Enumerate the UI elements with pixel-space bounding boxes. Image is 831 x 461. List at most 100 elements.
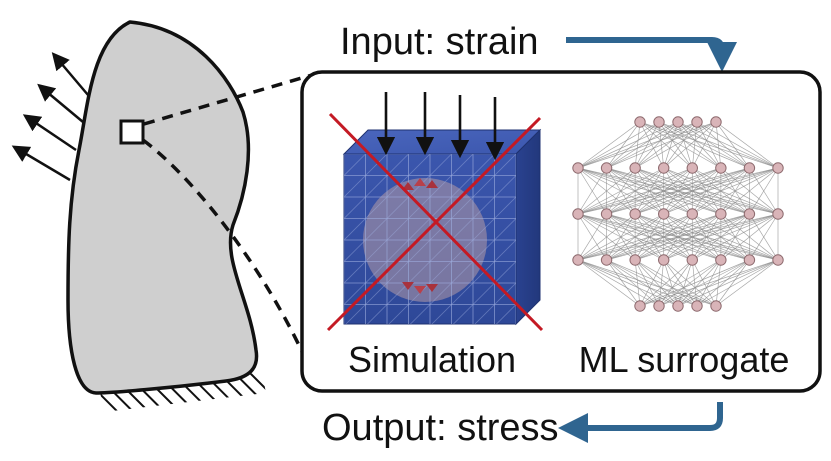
network-connection (749, 213, 779, 261)
network-connection (606, 259, 660, 307)
network-neuron (743, 254, 756, 266)
network-connection (639, 259, 665, 307)
network-connection (634, 121, 698, 169)
network-connection (577, 167, 721, 215)
network-connection (577, 121, 660, 169)
network-connection (663, 259, 679, 307)
cube-side-face (515, 128, 541, 326)
network-connection (658, 259, 665, 307)
network-neuron (629, 254, 641, 266)
mesh-element (408, 196, 431, 220)
mesh-element (408, 304, 431, 324)
red-cross-icon (326, 112, 544, 332)
mesh-element (494, 239, 516, 263)
network-connection (577, 213, 779, 261)
mesh-element (472, 218, 496, 241)
network-connection (663, 167, 779, 215)
network-connection (696, 259, 779, 307)
network-connections (577, 121, 779, 307)
mesh-element (408, 282, 431, 306)
network-connection (720, 213, 779, 261)
network-connection (639, 259, 722, 307)
surrogate-label: ML surrogate (579, 339, 790, 380)
network-connection (715, 259, 779, 307)
network-connection (715, 121, 779, 169)
network-connection (606, 259, 641, 307)
network-connection (577, 167, 636, 215)
network-neuron (715, 254, 727, 266)
simulation-cube (326, 92, 544, 332)
network-neuron (686, 162, 698, 174)
network-connection (577, 213, 693, 261)
mesh-element (386, 239, 410, 263)
neural-network (572, 116, 784, 312)
network-connection (606, 121, 679, 169)
network-connection (663, 121, 679, 169)
mesh-element (386, 304, 410, 324)
mesh-element (344, 196, 367, 220)
network-connection (634, 121, 717, 169)
mesh-element (408, 154, 431, 177)
mesh-element (429, 154, 453, 177)
network-connection (658, 259, 693, 307)
mesh-element (494, 304, 516, 324)
output-label: Output: stress (322, 407, 559, 449)
network-connection (606, 121, 717, 169)
network-connection (577, 213, 721, 261)
network-connection (715, 121, 750, 169)
input-label: Input: strain (340, 21, 539, 63)
mesh-element (365, 196, 388, 220)
network-connection (577, 121, 641, 169)
network-neuron (715, 208, 727, 220)
network-connection (577, 213, 750, 261)
network-connection (715, 259, 750, 307)
network-connection (677, 259, 722, 307)
simulation-label: Simulation (348, 339, 516, 380)
network-connection (663, 121, 717, 169)
network-connection (696, 259, 750, 307)
mesh-element (386, 218, 410, 241)
mesh-element (386, 154, 410, 177)
network-neuron (629, 208, 641, 220)
network-neuron (634, 300, 646, 312)
network-neuron (743, 208, 756, 220)
network-connection (577, 213, 664, 261)
mesh-element (365, 175, 388, 198)
mesh-element (365, 261, 388, 284)
mesh-element (429, 239, 453, 263)
network-connection (696, 121, 722, 169)
mesh-element (472, 196, 496, 220)
network-connection (691, 121, 698, 169)
network-neuron (629, 162, 641, 174)
mesh-element (494, 196, 516, 220)
network-connection (577, 167, 779, 215)
network-connection (577, 167, 664, 215)
network-connection (634, 121, 679, 169)
mesh-element (429, 304, 453, 324)
network-neuron (672, 300, 684, 312)
network-connection (606, 121, 698, 169)
macroscale-body (11, 20, 313, 412)
network-connection (606, 121, 641, 169)
mesh-element (472, 304, 496, 324)
network-connection (634, 259, 660, 307)
mesh-element (472, 239, 496, 263)
network-connection (606, 213, 779, 261)
network-neuron (634, 116, 646, 128)
network-connection (577, 167, 750, 215)
mesh-element (344, 218, 367, 241)
network-connection (635, 167, 779, 215)
stress-concentration (402, 178, 438, 294)
network-connection (577, 259, 660, 307)
network-neuron (653, 300, 665, 312)
mesh-element (365, 304, 388, 324)
network-connection (639, 259, 779, 307)
mesh-element (408, 218, 431, 241)
compression-arrows-icon (376, 92, 505, 161)
mesh-element (451, 304, 474, 324)
network-neuron (653, 116, 665, 128)
network-connection (639, 259, 693, 307)
network-connection (720, 167, 779, 215)
network-connection (606, 259, 679, 307)
